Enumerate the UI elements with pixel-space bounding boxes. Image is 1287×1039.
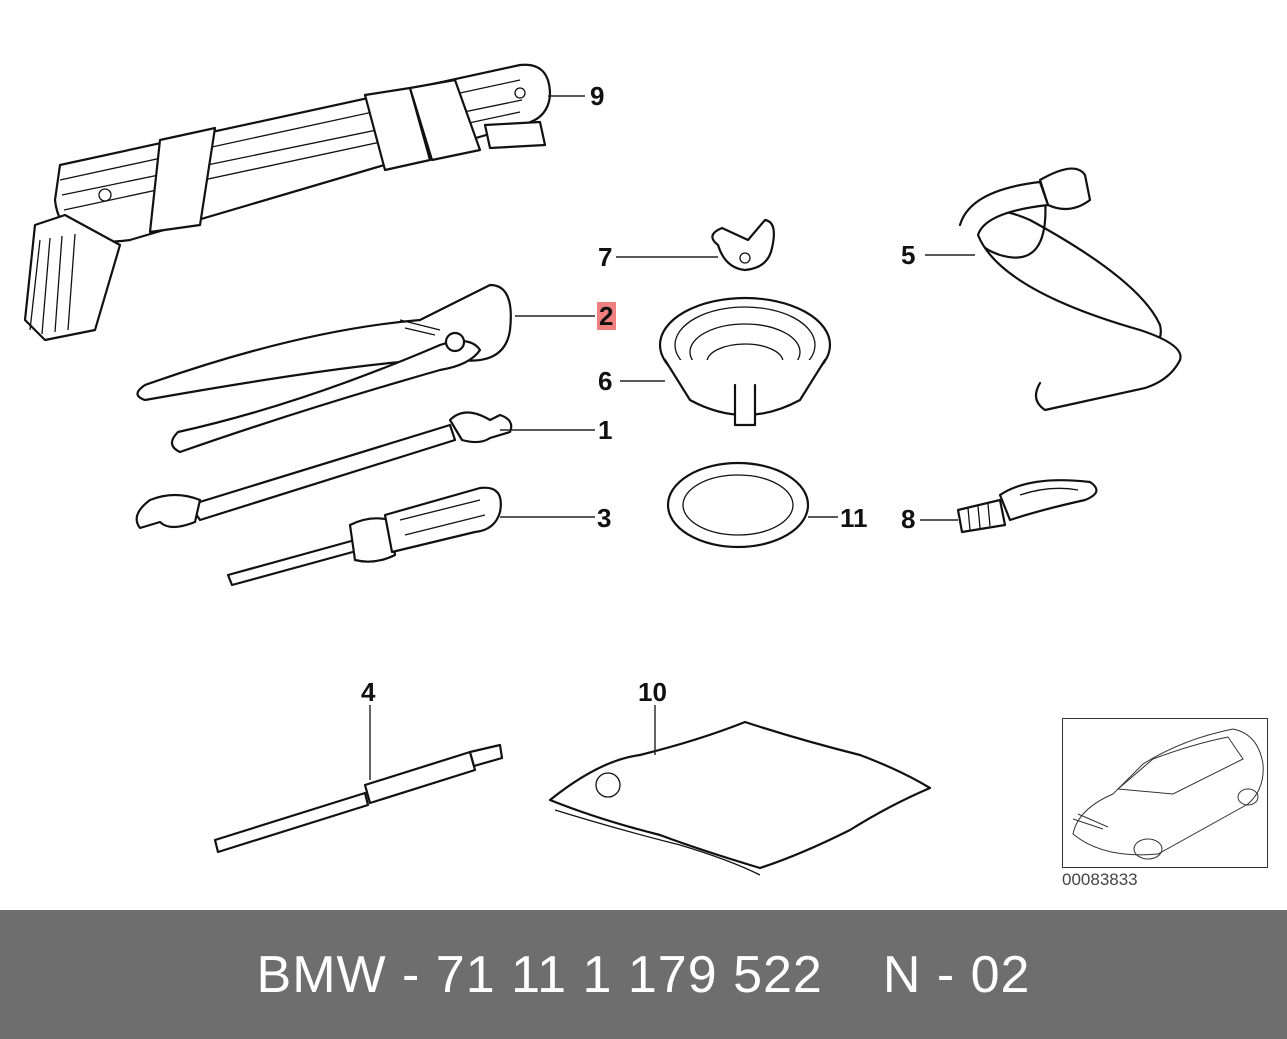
car-icon xyxy=(1072,728,1264,860)
jack-pad-part-6 xyxy=(658,296,832,427)
callout-4[interactable]: 4 xyxy=(361,677,376,707)
vehicle-reference-thumbnail xyxy=(1062,718,1268,868)
ring-part-11 xyxy=(666,461,810,549)
tool-roll-part-9 xyxy=(23,63,552,342)
wing-nut-part-7 xyxy=(711,218,775,272)
callout-2-highlight xyxy=(597,302,616,330)
callout-2[interactable]: 2 xyxy=(599,301,613,331)
part-number: BMW - 71 11 1 179 522 xyxy=(256,945,823,1004)
screwdriver-part-3 xyxy=(226,486,502,587)
callout-1[interactable]: 1 xyxy=(598,415,612,445)
part-number-banner: BMW - 71 11 1 179 522 N - 02 xyxy=(0,910,1287,1039)
callout-6[interactable]: 6 xyxy=(598,366,612,396)
parts-diagram: 9 7 5 2 6 1 3 11 8 4 10 xyxy=(23,63,1182,876)
leader-lines xyxy=(369,95,975,780)
callout-7[interactable]: 7 xyxy=(598,242,612,272)
cloth-part-10 xyxy=(548,720,932,876)
pliers-part-2 xyxy=(136,283,512,454)
wheel-wrench-part-5 xyxy=(958,167,1182,412)
towing-eye-part-8 xyxy=(956,479,1098,534)
page-label: N - 02 xyxy=(882,945,1031,1004)
callout-3[interactable]: 3 xyxy=(597,503,611,533)
wrench-part-1 xyxy=(135,411,513,530)
callout-9[interactable]: 9 xyxy=(590,81,604,111)
pin-tool-part-4 xyxy=(213,743,504,854)
callout-10[interactable]: 10 xyxy=(638,677,667,707)
callout-5[interactable]: 5 xyxy=(901,240,915,270)
callout-8[interactable]: 8 xyxy=(901,504,915,534)
callout-11[interactable]: 11 xyxy=(840,503,868,533)
reference-code: 00083833 xyxy=(1062,870,1138,889)
